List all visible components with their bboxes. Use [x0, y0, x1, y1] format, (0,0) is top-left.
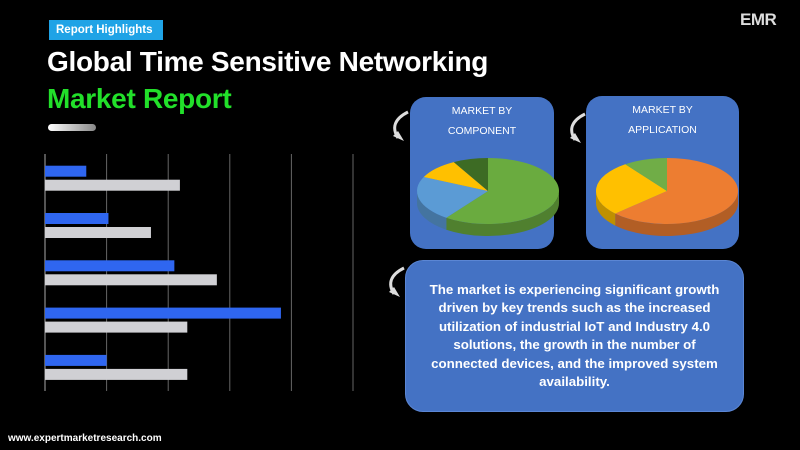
- market-description: The market is experiencing significant g…: [405, 260, 744, 412]
- decorative-divider: [48, 124, 96, 131]
- bar-blue-5: [45, 354, 107, 366]
- description-text: The market is experiencing significant g…: [429, 281, 720, 390]
- pie-slice-side: [446, 191, 559, 237]
- card-title-line2: COMPONENT: [447, 125, 517, 137]
- pie-slice-side: [417, 191, 447, 230]
- pie-slice-side: [615, 191, 738, 237]
- bar-blue-2: [45, 213, 109, 224]
- pie-slice-side: [596, 191, 616, 226]
- pie-slice: [615, 158, 739, 224]
- pie-slice: [446, 158, 559, 225]
- pie-slice: [417, 176, 488, 218]
- bar-blue-4: [45, 307, 281, 319]
- card-title-line1: MARKET BY: [632, 104, 693, 116]
- bar-grey-5: [45, 368, 188, 380]
- footer-url: www.expertmarketresearch.com: [8, 433, 162, 444]
- page-title: Global Time Sensitive Networking: [47, 46, 489, 77]
- bar-grey-2: [45, 227, 151, 238]
- page-subtitle: Market Report: [47, 83, 232, 114]
- bar-blue-3: [45, 260, 175, 272]
- bar-grey-4: [45, 321, 188, 333]
- card-title-line2: APPLICATION: [628, 124, 697, 136]
- bar-grey-1: [45, 179, 180, 191]
- pie-slice: [625, 158, 667, 191]
- pie-slice: [453, 158, 488, 191]
- bar-grey-3: [45, 274, 217, 286]
- report-highlights-badge: Report Highlights: [49, 20, 163, 40]
- card-title-line1: MARKET BY: [451, 105, 513, 117]
- pie-slice: [423, 162, 488, 191]
- logo-text: EMR: [740, 10, 777, 29]
- bar-blue-1: [45, 165, 87, 177]
- emr-logo: EMR: [740, 10, 777, 30]
- pie-slice: [596, 164, 667, 214]
